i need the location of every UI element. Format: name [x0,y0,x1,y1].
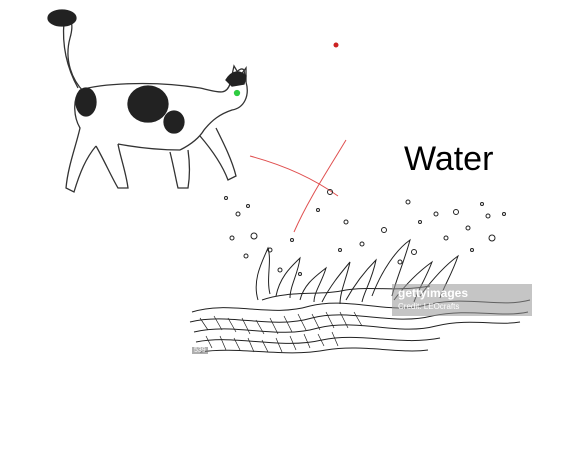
red-dot[interactable] [333,42,339,48]
red-cross-mark[interactable] [249,139,347,233]
watermark-band [392,284,532,316]
cat-illustration[interactable] [47,8,262,200]
watermark-image-id: 539 [192,347,208,354]
water-splash-illustration[interactable] [189,189,531,354]
watermark-credit: Credit: LEOcrafts [398,302,460,311]
water-label[interactable]: Water [404,140,494,178]
watermark-logo: gettyimages [398,286,469,300]
